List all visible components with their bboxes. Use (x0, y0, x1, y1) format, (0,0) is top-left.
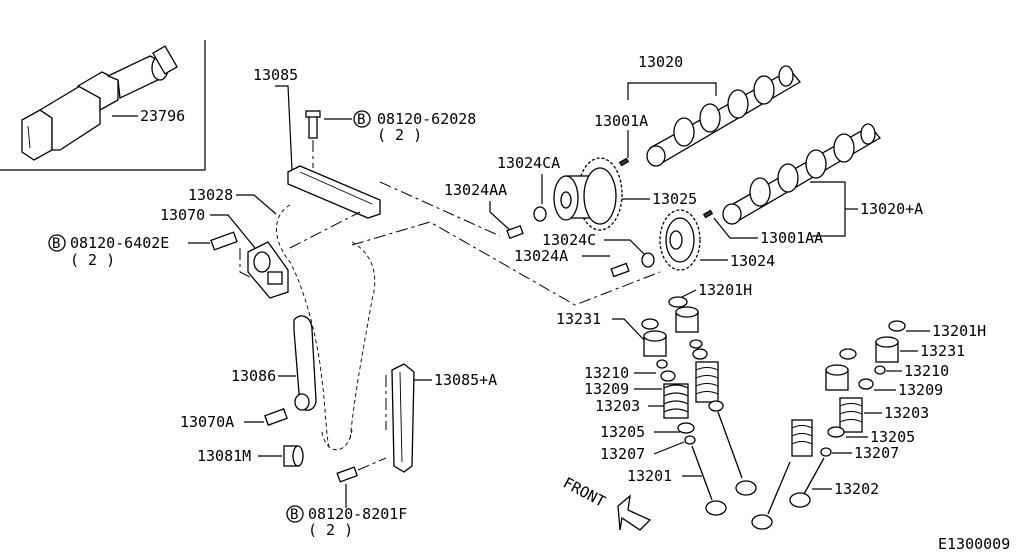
label-13085-plus-a: 13085+A (434, 371, 497, 389)
label-13203-left: 13203 (595, 397, 640, 415)
timing-chain-bottom (321, 429, 353, 451)
crank-sprocket-13081M (283, 445, 304, 467)
timing-chain-right (349, 241, 376, 441)
chain-tensioner (247, 241, 289, 299)
shim-upper-a (668, 296, 688, 308)
camshaft-lower (722, 123, 881, 225)
camshaft-pin-lower (702, 209, 714, 219)
qty-08120-8201F: ( 2 ) (308, 521, 353, 539)
cam-sprocket-13025 (553, 157, 623, 231)
label-13025: 13025 (652, 190, 697, 208)
washer-13024C (641, 252, 655, 268)
front-arrow-icon (617, 494, 652, 531)
shim-upper-b (641, 318, 659, 330)
label-13231-upper: 13231 (556, 310, 601, 328)
label-13210-left: 13210 (584, 364, 629, 382)
valve-assembly-left-rear (689, 339, 757, 496)
lifter-upper-a (675, 306, 699, 333)
label-08120-6402E: 08120-6402E (70, 234, 169, 252)
spring-seat-right (827, 426, 845, 438)
label-13070A: 13070A (180, 413, 234, 431)
chain-slack-guide (293, 315, 317, 411)
chain-guide-13085A (391, 363, 415, 473)
label-13201: 13201 (627, 467, 672, 485)
shim-right-b (839, 348, 857, 360)
label-13209-left: 13209 (584, 380, 629, 398)
valve-seal-right (820, 447, 832, 457)
bolt-marker-b3: B (286, 505, 304, 523)
washer-13024CA (533, 206, 547, 222)
shim-right-a (888, 320, 906, 332)
camshaft-upper (646, 65, 801, 167)
label-13207-left: 13207 (600, 445, 645, 463)
inset-frame (0, 40, 206, 171)
label-13201H-upper: 13201H (698, 281, 752, 299)
valve-spring-right (839, 397, 863, 433)
label-13024CA: 13024CA (497, 154, 560, 172)
label-13085: 13085 (253, 66, 298, 84)
lifter-right-b (825, 364, 849, 391)
label-13020-plus-a: 13020+A (860, 200, 923, 218)
label-13001AA: 13001AA (760, 229, 823, 247)
label-08120-8201F: 08120-8201F (308, 505, 407, 523)
svg-text:B: B (357, 112, 365, 128)
upper-chain-guide (287, 165, 381, 219)
lifter-right-a (875, 336, 899, 363)
bolt-marker-b1: B (353, 110, 371, 128)
bolt-13024AA (506, 225, 524, 239)
svg-text:B: B (290, 507, 298, 523)
label-13024C: 13024C (542, 231, 596, 249)
front-label: FRONT (560, 474, 608, 511)
label-13024: 13024 (730, 252, 775, 270)
label-13210-right: 13210 (904, 362, 949, 380)
exhaust-valve-13202 (789, 457, 825, 508)
label-13202: 13202 (834, 480, 879, 498)
cam-position-sensor-drawing (21, 45, 178, 161)
label-13205-right: 13205 (870, 428, 915, 446)
bolt-13024A (610, 262, 630, 278)
cam-sprocket-13024 (659, 209, 701, 271)
svg-text:B: B (52, 236, 60, 252)
label-13203-right: 13203 (884, 404, 929, 422)
label-13209-right: 13209 (898, 381, 943, 399)
qty-08120-62028: ( 2 ) (377, 126, 422, 144)
label-23796: 23796 (140, 107, 185, 125)
label-13024A: 13024A (514, 247, 568, 265)
label-13020: 13020 (638, 53, 683, 71)
bolt-marker-b2: B (48, 234, 66, 252)
retainer-seat-right (858, 378, 874, 390)
label-13201H-right: 13201H (932, 322, 986, 340)
retainer-right (874, 365, 886, 375)
label-13070: 13070 (160, 206, 205, 224)
valve-assembly-left-front (656, 359, 727, 516)
bolt-08120-6402E (210, 231, 238, 251)
label-13024AA: 13024AA (444, 181, 507, 199)
label-13205-left: 13205 (600, 423, 645, 441)
label-13001A: 13001A (594, 112, 648, 130)
label-13081M: 13081M (197, 447, 251, 465)
bolt-08120-62028 (305, 110, 321, 139)
label-13231-right: 13231 (920, 342, 965, 360)
qty-08120-6402E: ( 2 ) (70, 251, 115, 269)
timing-chain-left (276, 204, 331, 451)
diagram-id: E1300009 (938, 535, 1010, 553)
lifter-upper-b (643, 330, 667, 357)
bolt-08120-8201F (336, 466, 359, 483)
label-13028: 13028 (188, 186, 233, 204)
camshaft-pin-upper (618, 157, 630, 167)
bolt-13070A (264, 408, 288, 426)
label-13207-right: 13207 (854, 444, 899, 462)
label-13086: 13086 (231, 367, 276, 385)
label-08120-62028: 08120-62028 (377, 110, 476, 128)
valve-assembly-right-rear (751, 419, 813, 530)
